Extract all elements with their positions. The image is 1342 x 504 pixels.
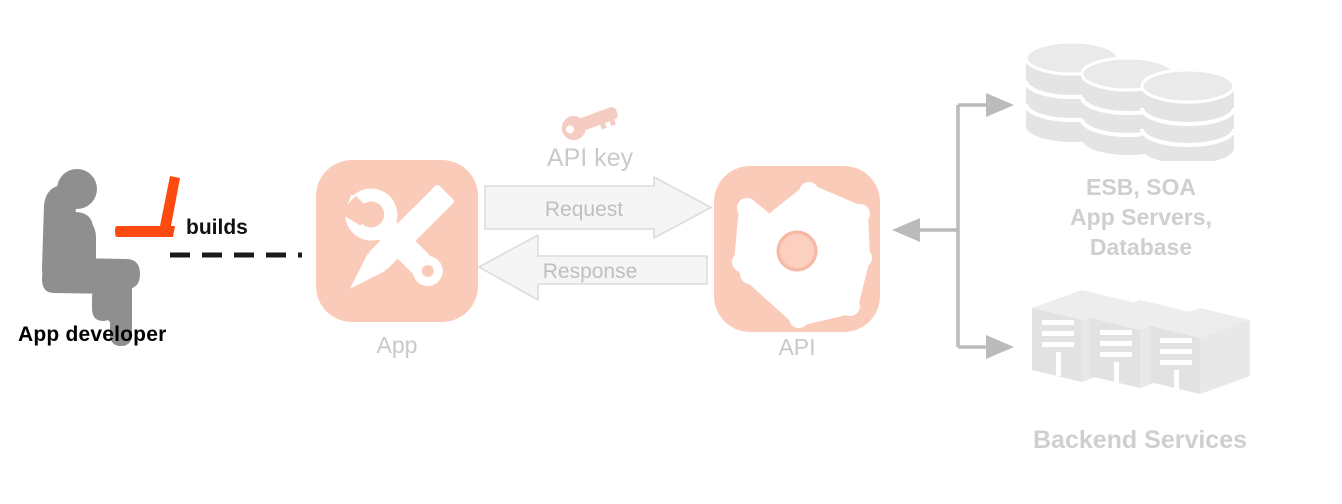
database-label-line-3: Database [1089,234,1193,260]
app-label: App [376,332,418,358]
api-tile[interactable] [714,166,880,332]
request-label: Request [544,198,624,221]
database-label-line-2: App Servers, [1070,204,1212,230]
app-developer-label: App developer [18,323,167,346]
arrowhead-to-database [986,93,1014,117]
server-towers-icon [1026,282,1258,394]
app-tile[interactable] [316,160,478,322]
backend-services-label: Backend Services [1032,426,1248,454]
database-label-line-1: ESB, SOA [1086,174,1196,200]
response-arrow [477,233,708,302]
wrench-and-pencil-icon [339,184,454,289]
response-label: Response [542,260,638,283]
request-arrow [484,175,713,240]
database-cylinders-icon [1018,36,1258,164]
builds-dashed-line [170,245,302,258]
person-sitting-with-laptop-icon [41,169,180,346]
builds-label: builds [186,216,248,239]
arrowhead-to-servers [986,335,1014,359]
backend-connector-lines [880,85,1015,365]
key-icon [558,100,622,141]
api-star-hub-icon [732,182,872,328]
arrowhead-to-api [892,218,920,242]
database-label: ESB, SOA App Servers, Database [1010,172,1272,262]
app-developer-group: App developer [0,0,310,370]
api-label: API [778,334,816,360]
api-key-label: API key [546,144,634,172]
